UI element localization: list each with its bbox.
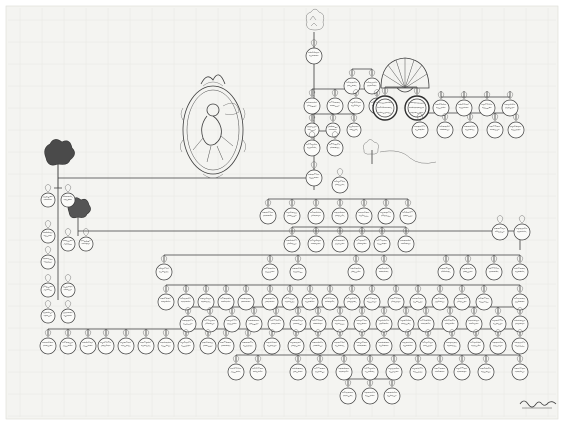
genealogical-tree-drawing	[0, 0, 564, 425]
